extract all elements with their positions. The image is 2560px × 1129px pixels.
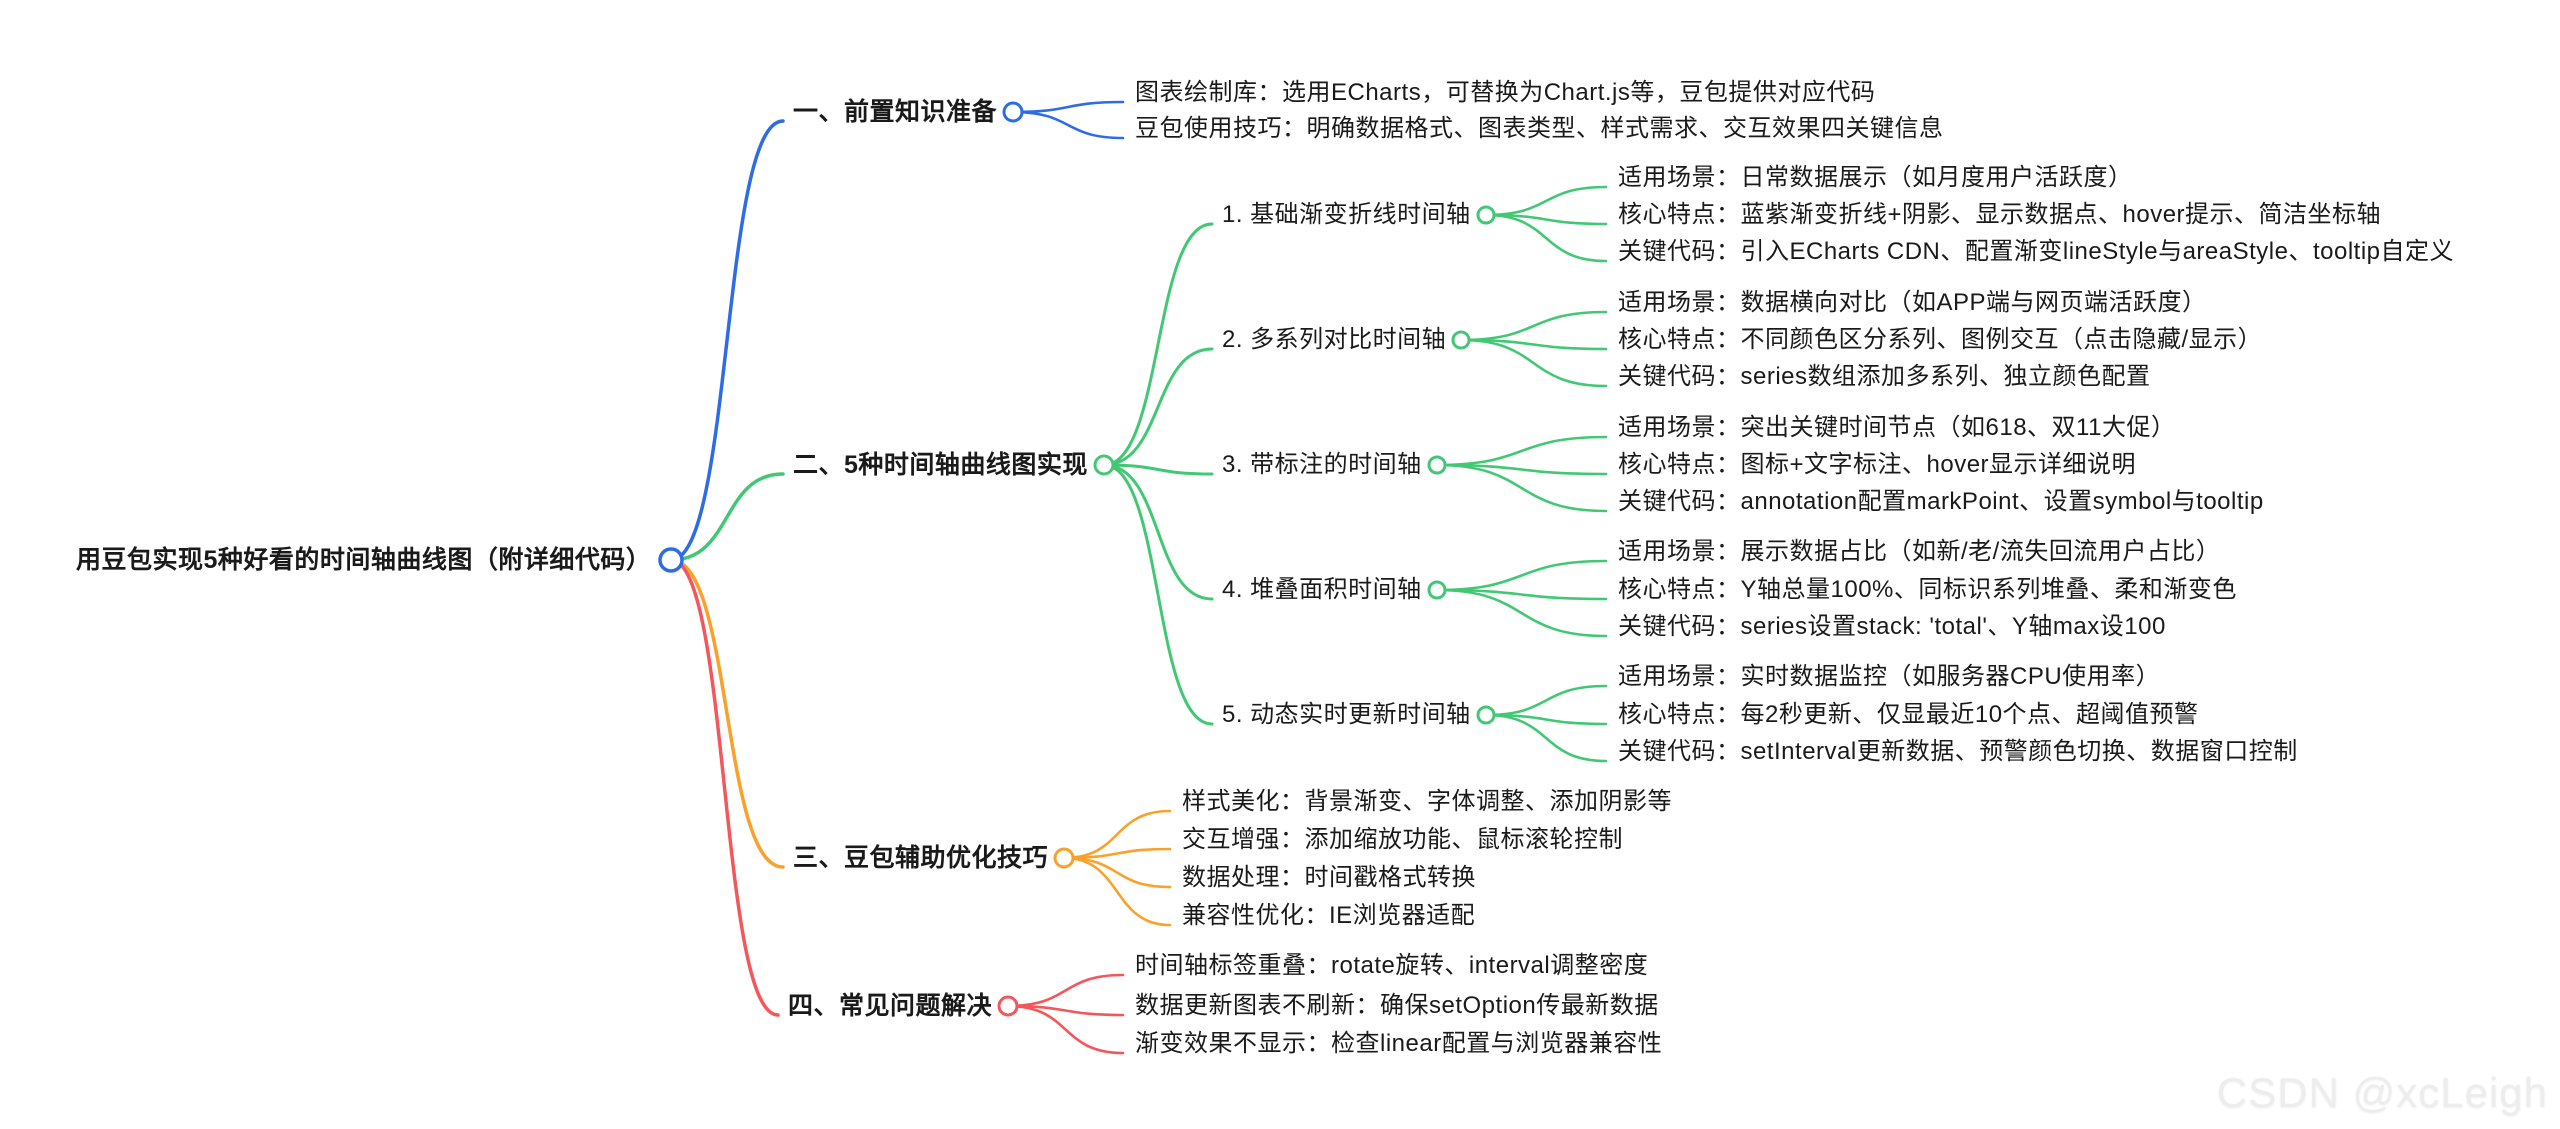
leaf-node[interactable]: 关键代码：annotation配置markPoint、设置symbol与tool… [1618, 488, 2264, 515]
branch-edge [1006, 1004, 1125, 1055]
branch-edge [1435, 463, 1608, 476]
leaf-node[interactable]: 核心特点：每2秒更新、仅显最近10个点、超阈值预警 [1618, 701, 2199, 728]
branch-edge [1435, 435, 1608, 467]
branch-edge [669, 472, 785, 562]
branch-edge [1484, 213, 1608, 263]
node-collapse-circle[interactable] [1427, 455, 1447, 475]
branch-edge [1435, 463, 1608, 513]
branch-edge [1062, 809, 1172, 860]
branch-edge [1484, 713, 1608, 763]
leaf-node[interactable]: 适用场景：数据横向对比（如APP端与网页端活跃度） [1618, 289, 2207, 316]
leaf-node[interactable]: 兼容性优化：IE浏览器适配 [1182, 902, 1476, 929]
branch-node-2[interactable]: 二、5种时间轴曲线图实现 [793, 451, 1088, 479]
sub-branch-node-2[interactable]: 2. 多系列对比时间轴 [1222, 326, 1447, 353]
leaf-node[interactable]: 图表绘制库：选用ECharts，可替换为Chart.js等，豆包提供对应代码 [1135, 79, 1876, 106]
sub-branch-node-4[interactable]: 4. 堆叠面积时间轴 [1222, 576, 1422, 603]
node-collapse-circle[interactable] [1476, 705, 1496, 725]
branch-edge [1011, 100, 1125, 114]
branch-edge [1435, 588, 1608, 638]
branch-edge [1459, 338, 1608, 351]
leaf-node[interactable]: 适用场景：展示数据占比（如新/老/流失回流用户占比） [1618, 538, 2221, 565]
branch-edge [1484, 684, 1608, 717]
branch-edge [1102, 347, 1214, 467]
branch-edge [1102, 222, 1214, 467]
branch-edge [1011, 110, 1125, 140]
leaf-node[interactable]: 核心特点：蓝紫渐变折线+阴影、显示数据点、hover提示、简洁坐标轴 [1618, 201, 2382, 228]
branch-edge [1435, 559, 1608, 592]
leaf-node[interactable]: 关键代码：series数组添加多系列、独立颜色配置 [1618, 363, 2151, 390]
leaf-node[interactable]: 关键代码：series设置stack: 'total'、Y轴max设100 [1618, 613, 2166, 640]
branch-edge [1435, 588, 1608, 601]
branch-edge [1062, 847, 1172, 860]
sub-branch-node-3[interactable]: 3. 带标注的时间轴 [1222, 451, 1422, 478]
branch-edge [1459, 310, 1608, 342]
leaf-node[interactable]: 适用场景：突出关键时间节点（如618、双11大促） [1618, 414, 2176, 441]
branch-edge [1102, 463, 1214, 726]
branch-edge [1062, 856, 1172, 889]
branch-edge [1102, 463, 1214, 476]
branch-edge [669, 558, 785, 869]
leaf-node[interactable]: 数据处理：时间戳格式转换 [1182, 864, 1476, 891]
node-collapse-circle[interactable] [1427, 580, 1447, 600]
leaf-node[interactable]: 核心特点：Y轴总量100%、同标识系列堆叠、柔和渐变色 [1618, 576, 2237, 603]
leaf-node[interactable]: 适用场景：实时数据监控（如服务器CPU使用率） [1618, 663, 2161, 690]
leaf-node[interactable]: 时间轴标签重叠：rotate旋转、interval调整密度 [1135, 952, 1649, 979]
leaf-node[interactable]: 核心特点：不同颜色区分系列、图例交互（点击隐藏/显示） [1618, 326, 2263, 353]
node-collapse-circle[interactable] [1093, 454, 1115, 476]
leaf-node[interactable]: 交互增强：添加缩放功能、鼠标滚轮控制 [1182, 826, 1623, 853]
sub-branch-node-5[interactable]: 5. 动态实时更新时间轴 [1222, 701, 1471, 728]
branch-edge [1006, 973, 1125, 1008]
leaf-node[interactable]: 关键代码：setInterval更新数据、预警颜色切换、数据窗口控制 [1618, 738, 2298, 765]
branch-node-1[interactable]: 一、前置知识准备 [793, 98, 998, 126]
leaf-node[interactable]: 核心特点：图标+文字标注、hover显示详细说明 [1618, 451, 2137, 478]
node-collapse-circle[interactable] [1451, 330, 1471, 350]
branch-edge [1062, 856, 1172, 927]
branch-edge [1484, 185, 1608, 217]
watermark: CSDN @xcLeigh [2216, 1069, 2548, 1116]
leaf-node[interactable]: 样式美化：背景渐变、字体调整、添加阴影等 [1182, 788, 1672, 815]
branch-edge [1459, 338, 1608, 388]
root-node[interactable]: 用豆包实现5种好看的时间轴曲线图（附详细代码） [76, 546, 652, 574]
node-collapse-circle[interactable] [1476, 205, 1496, 225]
node-collapse-circle[interactable] [997, 995, 1019, 1017]
branch-edge [669, 119, 785, 562]
leaf-node[interactable]: 关键代码：引入ECharts CDN、配置渐变lineStyle与areaSty… [1618, 238, 2455, 265]
branch-edge [1102, 463, 1214, 601]
node-collapse-circle[interactable] [658, 547, 684, 573]
node-collapse-circle[interactable] [1002, 101, 1024, 123]
branch-node-4[interactable]: 四、常见问题解决 [788, 992, 993, 1020]
node-collapse-circle[interactable] [1053, 847, 1075, 869]
branch-edge [669, 558, 780, 1017]
leaf-node[interactable]: 豆包使用技巧：明确数据格式、图表类型、样式需求、交互效果四关键信息 [1135, 115, 1944, 142]
sub-branch-node-1[interactable]: 1. 基础渐变折线时间轴 [1222, 201, 1471, 228]
branch-node-3[interactable]: 三、豆包辅助优化技巧 [793, 844, 1049, 872]
leaf-node[interactable]: 渐变效果不显示：检查linear配置与浏览器兼容性 [1135, 1030, 1663, 1057]
leaf-node[interactable]: 适用场景：日常数据展示（如月度用户活跃度） [1618, 164, 2133, 191]
leaf-node[interactable]: 数据更新图表不刷新：确保setOption传最新数据 [1135, 992, 1659, 1019]
